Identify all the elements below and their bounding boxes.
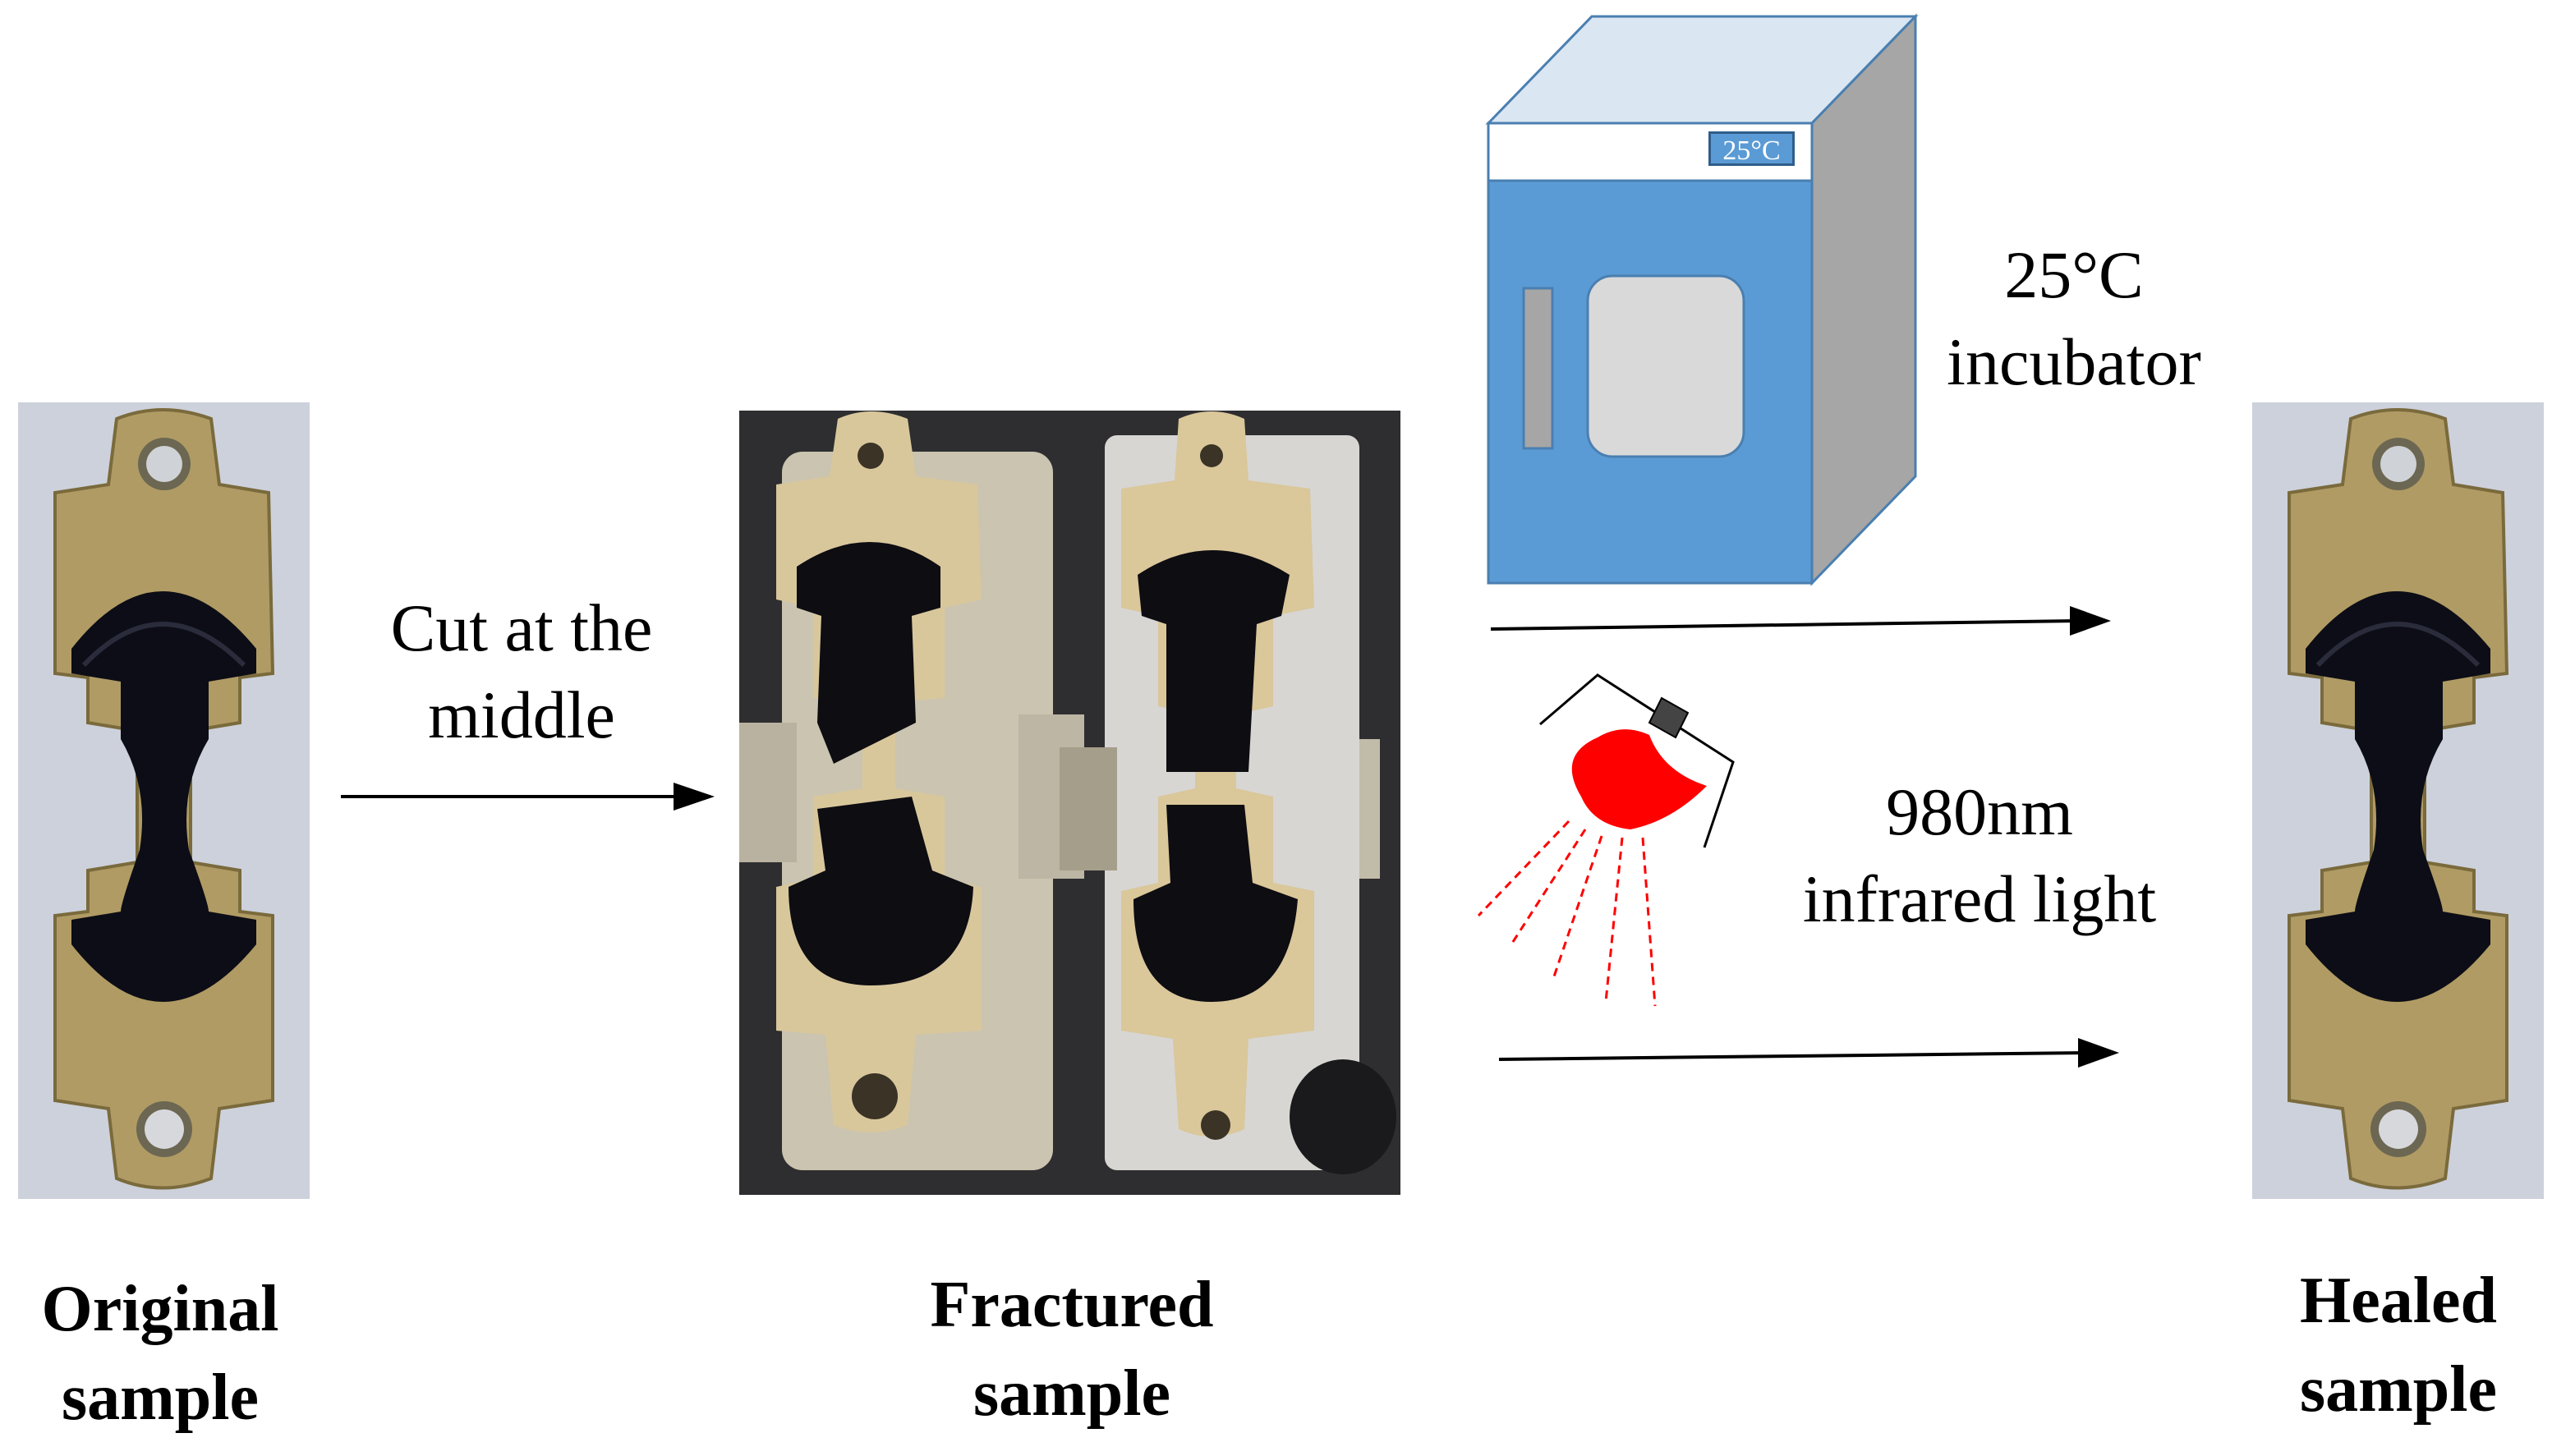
fractured-sample-caption: Fractured sample (904, 1261, 1240, 1438)
original-caption-line1: Original (41, 1273, 279, 1345)
incubator-label-line1: 25°C (2004, 237, 2144, 312)
incubator-label-line2: incubator (1947, 324, 2201, 399)
fractured-sample-photo (739, 411, 1400, 1195)
infrared-arrow (1498, 1038, 2119, 1068)
infrared-label-line1: 980nm (1886, 774, 2073, 849)
healed-caption-line1: Healed (2300, 1265, 2497, 1337)
original-sample-photo (18, 402, 310, 1199)
original-caption-line2: sample (62, 1362, 259, 1434)
healed-sample-caption: Healed sample (2251, 1256, 2546, 1434)
infrared-label: 980nm infrared light (1766, 769, 2193, 943)
healed-sample-photo (2252, 402, 2544, 1199)
original-sample-caption: Original sample (0, 1265, 320, 1442)
incubator-display-text: 25°C (1722, 135, 1781, 166)
fractured-caption-line2: sample (973, 1357, 1170, 1430)
infrared-label-line2: infrared light (1802, 861, 2157, 936)
incubator-display: 25°C (1708, 131, 1795, 166)
infrared-lamp-icon (1477, 673, 1735, 1007)
healed-caption-line2: sample (2300, 1353, 2497, 1426)
cut-label-line2: middle (428, 677, 615, 752)
fractured-caption-line1: Fractured (930, 1269, 1214, 1341)
incubator-icon (1485, 13, 1919, 586)
incubator-arrow (1490, 606, 2111, 636)
incubator-label: 25°C incubator (1918, 232, 2230, 406)
cut-label: Cut at the middle (374, 585, 669, 759)
cut-arrow (341, 783, 715, 811)
cut-label-line1: Cut at the (390, 590, 653, 665)
